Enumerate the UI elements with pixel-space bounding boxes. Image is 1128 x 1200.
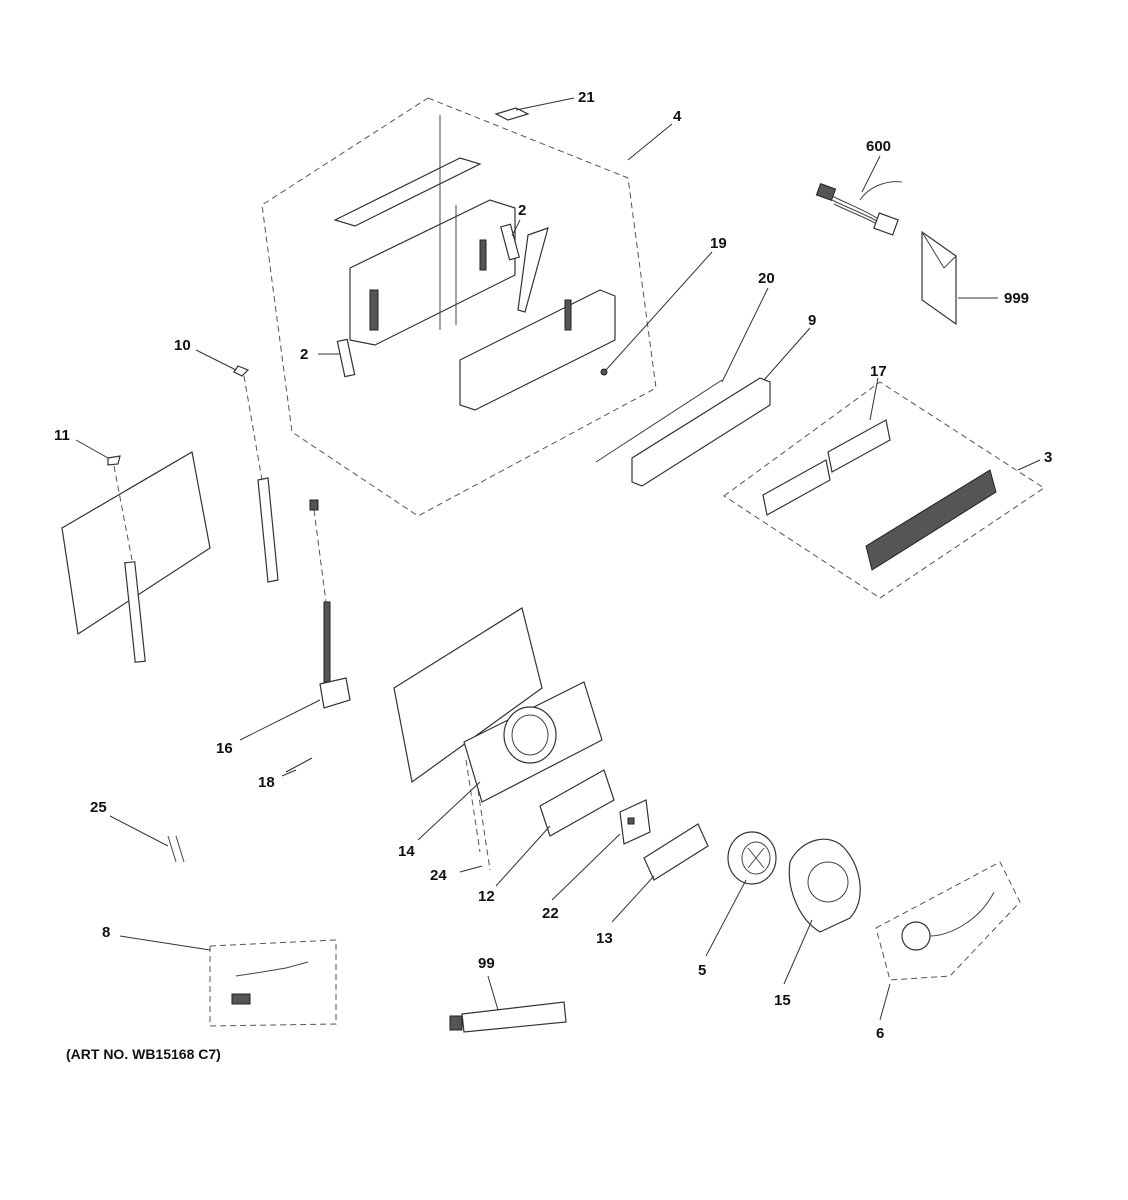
callout-24: 24	[430, 867, 447, 884]
part-9-front-panel[interactable]	[631, 377, 771, 487]
art-number-label: (ART NO. WB15168 C7)	[66, 1046, 221, 1062]
callout-18: 18	[258, 774, 275, 791]
part-4-cabinet-assembly[interactable]	[261, 97, 657, 517]
callout-21: 21	[578, 89, 595, 106]
callout-10: 10	[174, 337, 191, 354]
part-18-screw[interactable]	[285, 757, 313, 773]
part-5-fan-wheel[interactable]	[727, 831, 777, 885]
callout-11: 11	[54, 427, 70, 444]
part-24-screws[interactable]	[477, 789, 491, 871]
callout-2-left: 2	[300, 346, 309, 363]
callout-2-right: 2	[518, 202, 527, 219]
callout-600: 600	[866, 138, 892, 155]
part-21-clip[interactable]	[494, 107, 530, 121]
callout-13: 13	[596, 930, 613, 947]
callout-19: 19	[710, 235, 727, 252]
callout-20: 20	[758, 270, 775, 287]
part-3-bottom-assembly[interactable]	[723, 381, 1045, 599]
part-12-bracket[interactable]	[539, 769, 615, 837]
part-14-duct[interactable]	[465, 759, 481, 853]
callout-25: 25	[90, 799, 107, 816]
rear-panel[interactable]	[393, 607, 603, 803]
part-999-literature[interactable]	[921, 230, 957, 326]
callout-9: 9	[808, 312, 817, 329]
part-8-kit[interactable]	[209, 939, 337, 1027]
part-13-sheet[interactable]	[643, 823, 709, 881]
callout-22: 22	[542, 905, 559, 922]
callout-4: 4	[673, 108, 682, 125]
part-16-actuator[interactable]	[309, 499, 351, 709]
part-25-clip[interactable]	[167, 835, 185, 863]
callout-99: 99	[478, 955, 495, 972]
part-10-rail[interactable]	[233, 365, 279, 583]
callout-3: 3	[1044, 449, 1053, 466]
callout-15: 15	[774, 992, 791, 1009]
callout-14: 14	[398, 843, 415, 860]
part-15-blower-housing[interactable]	[788, 838, 861, 933]
part-6-motor-assembly[interactable]	[875, 861, 1021, 981]
part-19-screw[interactable]	[600, 368, 608, 376]
callout-999: 999	[1004, 290, 1030, 307]
callout-12: 12	[478, 888, 495, 905]
part-11-side-panel[interactable]	[61, 451, 211, 663]
callout-5: 5	[698, 962, 707, 979]
callout-8: 8	[102, 924, 111, 941]
part-2-bracket-left[interactable]	[336, 338, 356, 378]
part-20-trim-strip[interactable]	[595, 379, 723, 463]
part-99-grease-tube[interactable]	[449, 1001, 567, 1033]
leader-lines	[75, 97, 1041, 1021]
callout-16: 16	[216, 740, 233, 757]
part-22-control-board[interactable]	[619, 799, 651, 845]
part-17-filter[interactable]	[827, 419, 891, 473]
callout-17: 17	[870, 363, 887, 380]
part-2-bracket-right[interactable]	[500, 223, 520, 261]
callout-6: 6	[876, 1025, 885, 1042]
part-600-wire-harness[interactable]	[815, 181, 903, 236]
